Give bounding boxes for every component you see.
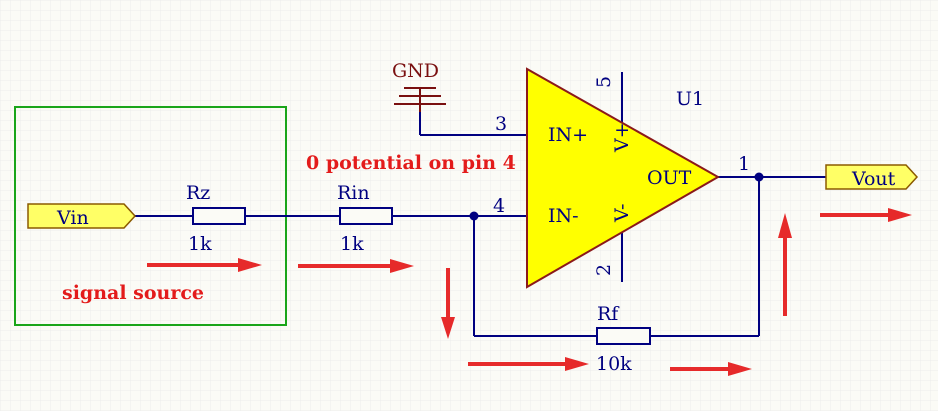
resistor-rin (339, 207, 393, 225)
u1-label: U1 (676, 88, 704, 110)
current-arrows (147, 208, 912, 376)
pin5-label: 5 (593, 76, 615, 88)
resistor-rf (596, 327, 651, 345)
rf-value-label: 10k (596, 353, 632, 375)
v-minus-label: V- (611, 204, 633, 223)
arrow-rf-right (670, 362, 752, 376)
vin-port-label: Vin (56, 207, 89, 229)
rin-value-label: 1k (340, 233, 364, 255)
out-label: OUT (647, 167, 692, 189)
pin1-label: 1 (738, 153, 750, 175)
in-plus-label: IN+ (548, 124, 588, 146)
opamp-body (526, 67, 721, 289)
in-minus-label: IN- (548, 205, 579, 227)
gnd-symbol (394, 87, 446, 112)
arrow-feedback-up (778, 213, 792, 316)
port-vin (27, 203, 137, 229)
wires (135, 72, 826, 337)
arrow-rin (298, 259, 414, 273)
gnd-label: GND (392, 60, 439, 82)
pin4-label: 4 (493, 195, 505, 217)
rin-name-label: Rin (337, 182, 370, 204)
resistor-rz (192, 207, 246, 225)
v-plus-label: V+ (611, 122, 633, 153)
arrow-rz (147, 258, 262, 272)
annotation-signal-source: signal source (62, 282, 204, 304)
annotation-zero-potential: 0 potential on pin 4 (306, 152, 516, 174)
rz-value-label: 1k (188, 233, 212, 255)
arrow-output (820, 208, 912, 222)
pin2-label: 2 (593, 264, 615, 276)
vout-port-label: Vout (851, 168, 896, 190)
arrow-rf-left (468, 357, 589, 371)
rz-name-label: Rz (186, 182, 210, 204)
port-vout (825, 164, 919, 190)
pin3-label: 3 (495, 113, 507, 135)
junction-node-pin4 (469, 211, 479, 221)
junction-node-output (754, 172, 764, 182)
rf-name-label: Rf (597, 303, 620, 325)
arrow-node-down (441, 268, 455, 339)
